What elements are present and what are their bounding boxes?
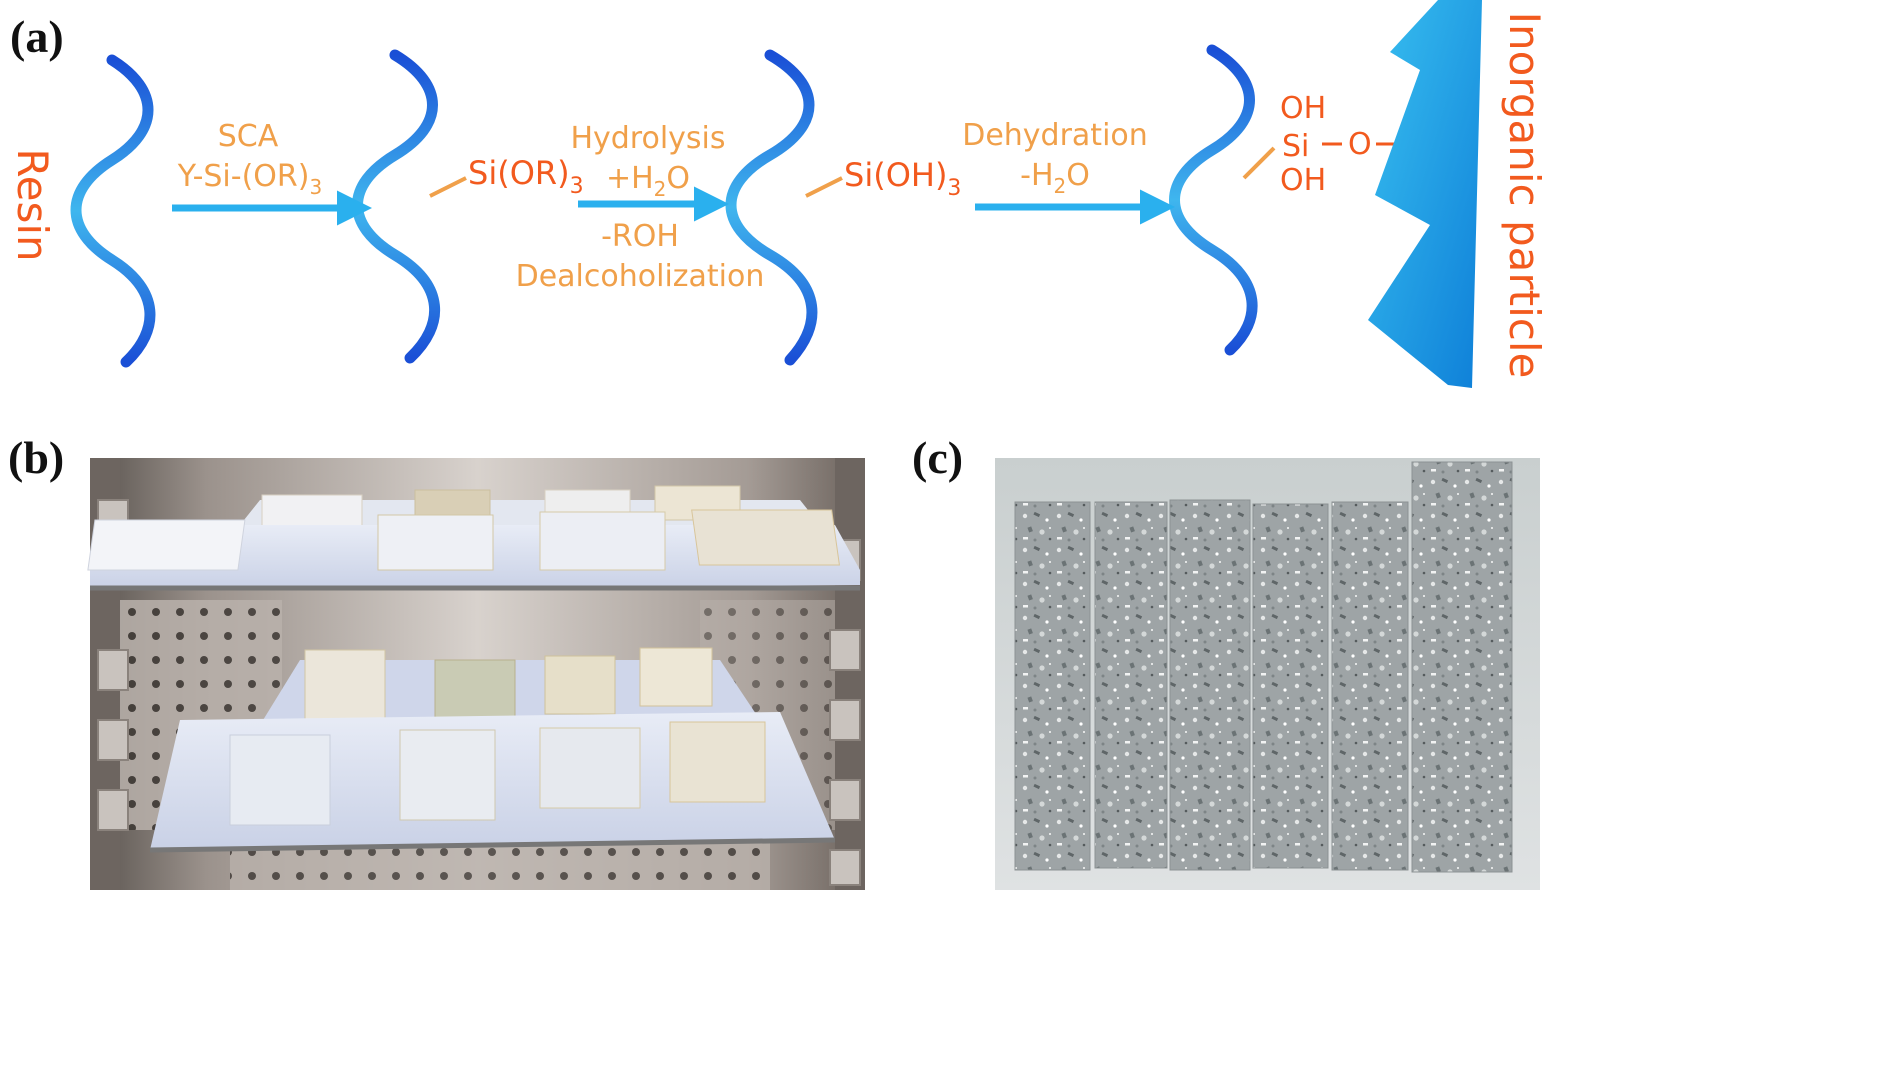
- final-si: Si: [1282, 129, 1309, 164]
- step2-byproduct: -ROH: [601, 219, 679, 254]
- silane-group-1: Si(OR)3: [468, 154, 584, 199]
- specimens-photo: [995, 458, 1540, 890]
- resin-chain-3: [725, 49, 818, 366]
- bond-1: [429, 176, 467, 198]
- bond-3: [1242, 146, 1276, 180]
- panel-a-label: (a): [10, 11, 64, 62]
- resin-chain-2: [352, 49, 441, 364]
- step2-process: Dealcoholization: [516, 259, 765, 294]
- silanol-group: Si(OH)3: [844, 156, 961, 201]
- final-oh-top: OH: [1280, 91, 1326, 126]
- inorganic-particle-shape: [1368, 0, 1482, 388]
- inorganic-particle-label: Inorganic particle: [1500, 12, 1549, 379]
- step2-water: +H2O: [606, 161, 690, 201]
- oven-photo: [87, 458, 865, 890]
- step1-formula: Y-Si-(OR)3: [177, 159, 322, 199]
- panel-b-label: (b): [8, 432, 64, 483]
- step3-water: -H2O: [1020, 158, 1090, 198]
- resin-chain-1: [70, 54, 156, 368]
- step1-reagent: SCA: [218, 119, 279, 154]
- resin-chain-4: [1169, 44, 1258, 356]
- bridge-oxygen: O: [1348, 127, 1372, 162]
- bond-2: [805, 176, 843, 198]
- step3-title: Dehydration: [962, 118, 1148, 153]
- step2-title: Hydrolysis: [570, 121, 725, 156]
- final-oh-bottom: OH: [1280, 163, 1326, 198]
- panel-c-label: (c): [912, 432, 963, 483]
- resin-label: Resin: [8, 148, 57, 261]
